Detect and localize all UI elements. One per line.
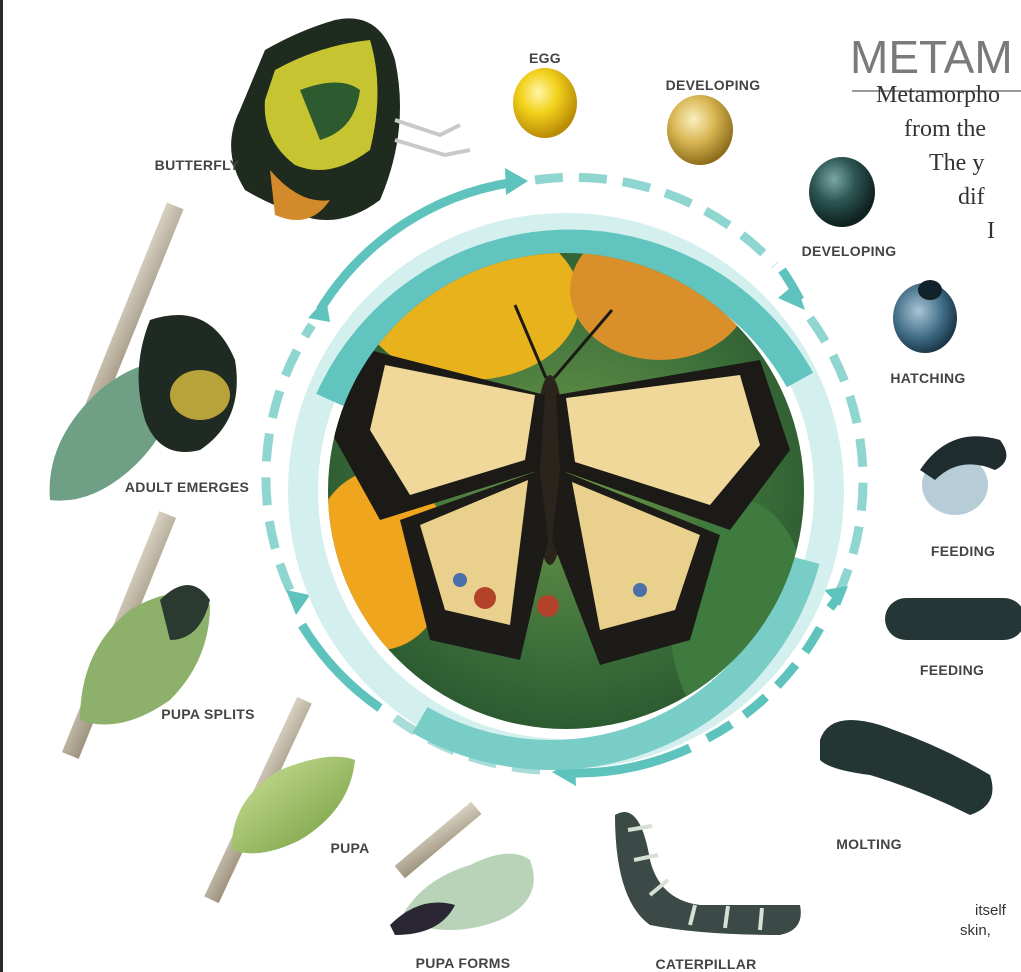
- molting-caterpillar: [820, 720, 993, 815]
- label-butterfly: BUTTERFLY: [155, 157, 240, 173]
- label-molting: MOLTING: [836, 836, 902, 852]
- feeding-larva-1: [920, 436, 1006, 515]
- developing-egg-2: [809, 157, 875, 227]
- label-caterpillar: CATERPILLAR: [655, 956, 756, 972]
- feeding-larva-2: [885, 598, 1021, 640]
- label-feeding-2: FEEDING: [920, 662, 984, 678]
- label-developing-2: DEVELOPING: [802, 243, 897, 259]
- butterfly-illustration: [231, 18, 470, 220]
- label-developing-1: DEVELOPING: [666, 77, 761, 93]
- pupa-body: [232, 757, 355, 854]
- label-adult-emerges: ADULT EMERGES: [125, 479, 249, 495]
- label-hatching: HATCHING: [890, 370, 965, 386]
- developing-egg-1: [667, 95, 733, 165]
- label-feeding-1: FEEDING: [931, 543, 995, 559]
- label-pupa-splits: PUPA SPLITS: [161, 706, 255, 722]
- egg-illustration: [513, 68, 577, 138]
- caterpillar: [615, 812, 801, 935]
- body-text-line-1: itself: [975, 902, 1006, 919]
- label-egg: EGG: [529, 50, 561, 66]
- label-pupa-forms: PUPA FORMS: [416, 955, 511, 971]
- label-pupa: PUPA: [330, 840, 369, 856]
- body-text-line-2: skin,: [960, 922, 991, 939]
